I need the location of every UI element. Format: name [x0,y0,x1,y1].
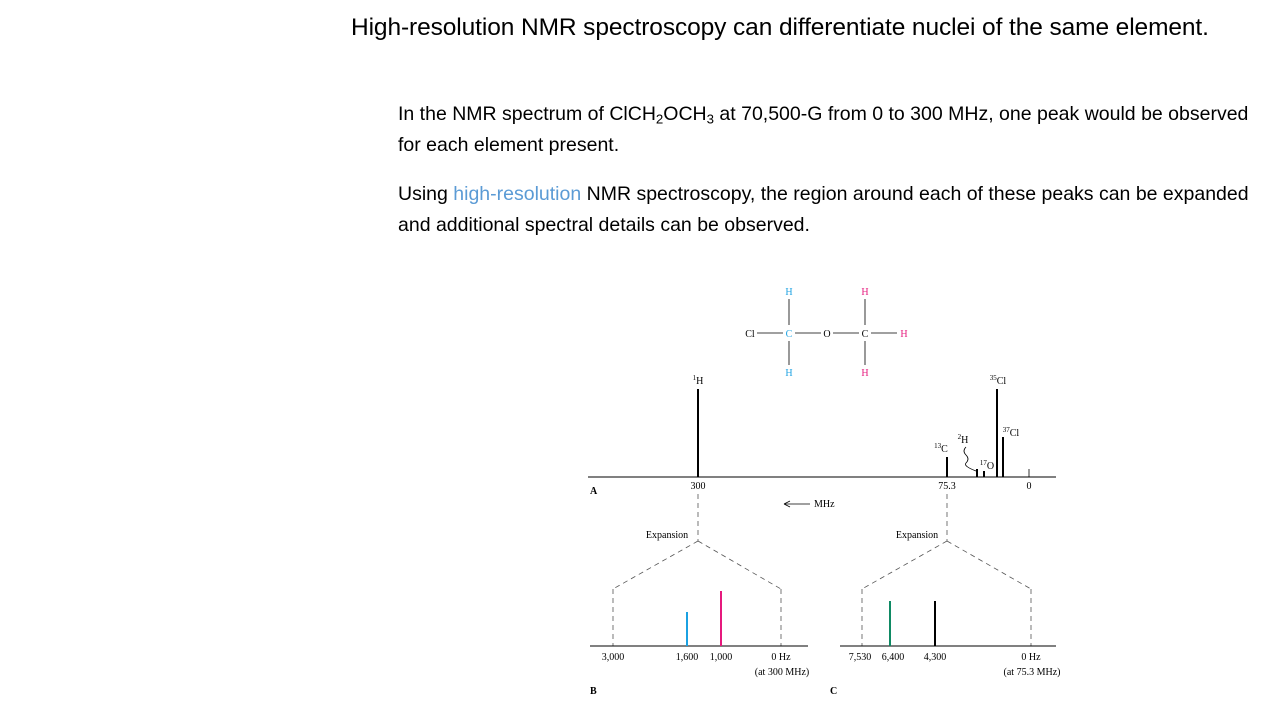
tick-label-300: 300 [691,481,706,492]
panel-b-note: (at 300 MHz) [755,667,809,678]
paragraph-1-mid: OCH [663,103,707,125]
label-2h-symbol: H [961,435,968,446]
paragraph-nmr-spectrum: In the NMR spectrum of ClCH2OCH3 at 70,5… [398,99,1276,161]
label-35cl-mass: 35 [990,374,998,382]
panel-b-tick-0hz: 0 Hz [771,652,791,663]
panel-c-letter: C [830,686,837,697]
label-37cl-mass: 37 [1003,426,1011,434]
paragraph-2-post: NMR spectroscopy, the region around each… [398,183,1249,236]
paragraph-1-post: at 70,500-G from 0 to 300 MHz, one peak … [398,103,1249,156]
paragraph-1-subscript-3: 3 [706,111,714,127]
paragraph-high-resolution: Using high-resolution NMR spectroscopy, … [398,179,1276,241]
pointer-2h [963,446,977,472]
label-35cl: 35Cl [990,374,1007,387]
paragraph-1-subscript-2: 2 [655,111,664,127]
panel-c-tick-6400: 6,400 [882,652,905,663]
arrow-left-icon [783,500,791,508]
atom-h-right: H [900,329,907,340]
panel-c-note: (at 75.3 MHz) [1004,667,1061,678]
panel-b-letter: B [590,686,597,697]
label-17o: 17O [980,459,994,472]
label-17o-symbol: O [987,461,994,472]
atom-h-top-2: H [861,287,868,298]
atom-c1: C [786,329,793,340]
label-13c-mass: 13 [934,442,942,450]
label-1h-symbol: H [696,376,703,387]
label-1h-mass: 1 [693,374,697,382]
tick-label-75-3: 75.3 [938,481,956,492]
label-37cl-symbol: Cl [1010,428,1020,439]
panel-b-spectrum: 3,000 1,600 1,000 0 Hz (at 300 MHz) B [590,591,809,697]
guide-right-diag-r [946,540,1032,590]
panel-c-tick-7530: 7,530 [849,652,872,663]
label-2h-mass: 2 [958,433,962,441]
label-13c: 13C [934,442,948,455]
atom-o: O [823,329,830,340]
highlight-high-resolution: high-resolution [453,183,582,205]
atom-h-top-1: H [785,287,792,298]
mhz-label: MHz [814,499,835,510]
label-1h: 1H [693,374,704,387]
label-13c-symbol: C [941,444,948,455]
panel-a-letter: A [590,486,598,497]
atom-h-bottom-2: H [861,368,868,379]
label-37cl: 37Cl [1003,426,1020,439]
label-17o-mass: 17 [980,459,988,467]
label-35cl-symbol: Cl [997,376,1007,387]
panel-a-spectrum: A 1H 13C 2H 17O 35Cl 37Cl 300 75.3 0 MHz… [588,374,1056,541]
panel-c-tick-0hz: 0 Hz [1021,652,1041,663]
slide-title: High-resolution NMR spectroscopy can dif… [351,14,1209,41]
paragraph-1-pre: In the NMR spectrum of ClCH [398,103,656,125]
panel-c-tick-4300: 4,300 [924,652,947,663]
atom-h-bottom-1: H [785,368,792,379]
molecule-structure: Cl C O C H H H H H [745,287,907,379]
expansion-label-left: Expansion [646,530,688,541]
panel-c-spectrum: 7,530 6,400 4,300 0 Hz (at 75.3 MHz) C [830,601,1060,697]
guide-left-diag-l [612,540,699,590]
guide-right-diag-l [861,540,948,590]
panel-b-tick-1600: 1,600 [676,652,699,663]
label-2h: 2H [958,433,969,446]
panel-b-tick-3000: 3,000 [602,652,625,663]
panel-b-tick-1000: 1,000 [710,652,733,663]
paragraph-2-pre: Using [398,183,454,205]
atom-cl: Cl [745,329,755,340]
tick-label-0: 0 [1027,481,1032,492]
expansion-guides [612,494,1032,646]
expansion-label-right: Expansion [896,530,938,541]
guide-left-diag-r [697,540,782,590]
atom-c2: C [862,329,869,340]
